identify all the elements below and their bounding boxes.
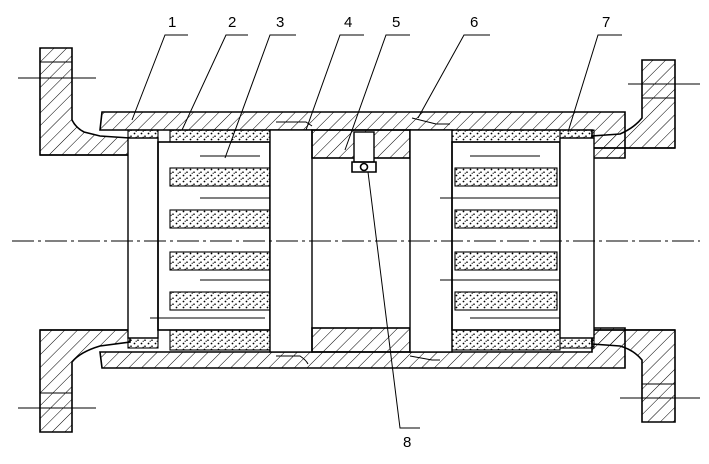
leader-8 [367, 171, 420, 429]
part-label-4: 4 [344, 14, 352, 31]
left-packing-1 [169, 167, 271, 187]
right-packing-3 [454, 251, 558, 271]
grease-nipple-ball [359, 162, 369, 172]
right-seal-bottom [559, 337, 595, 349]
right-packing-top [451, 129, 561, 143]
left-weld-bottom [276, 355, 309, 365]
right-seal-top [559, 129, 595, 139]
left-flange-bottom [39, 329, 131, 433]
right-flange-top [591, 59, 676, 149]
part-label-3: 3 [276, 14, 284, 31]
part-label-5: 5 [392, 14, 400, 31]
right-packing-1 [454, 167, 558, 187]
right-flange-bottom [591, 329, 676, 423]
right-weld-bottom [409, 355, 440, 361]
left-seal-bottom [127, 337, 159, 349]
left-flange-top [39, 47, 131, 156]
right-packing-bottom [451, 329, 561, 351]
casing-bottom-wall [99, 327, 626, 369]
part-label-7: 7 [602, 14, 610, 31]
part-label-2: 2 [228, 14, 236, 31]
leader-4 [305, 34, 364, 131]
right-packing-2 [454, 209, 558, 229]
grease-nipple-body [353, 131, 375, 163]
right-packing-4 [454, 291, 558, 311]
left-packing-3 [169, 251, 271, 271]
part-label-6: 6 [470, 14, 478, 31]
left-seal-top [127, 129, 159, 139]
left-weld-top [276, 121, 313, 127]
leader-2 [181, 34, 248, 131]
left-packing-top [169, 129, 271, 143]
left-packing-4 [169, 291, 271, 311]
left-packing-2 [169, 209, 271, 229]
leader-3 [224, 34, 296, 159]
leader-1 [131, 34, 188, 121]
part-label-1: 1 [168, 14, 176, 31]
right-end-plate [559, 137, 595, 339]
center-chamber-bottom [311, 327, 411, 353]
grease-nipple-head [351, 161, 377, 173]
part-label-8: 8 [403, 434, 411, 451]
leader-7 [567, 34, 622, 133]
left-packing-bottom [169, 329, 271, 351]
right-weld-top [411, 117, 450, 125]
leader-5 [344, 34, 410, 151]
leader-6 [417, 34, 490, 119]
left-end-plate [127, 137, 159, 339]
